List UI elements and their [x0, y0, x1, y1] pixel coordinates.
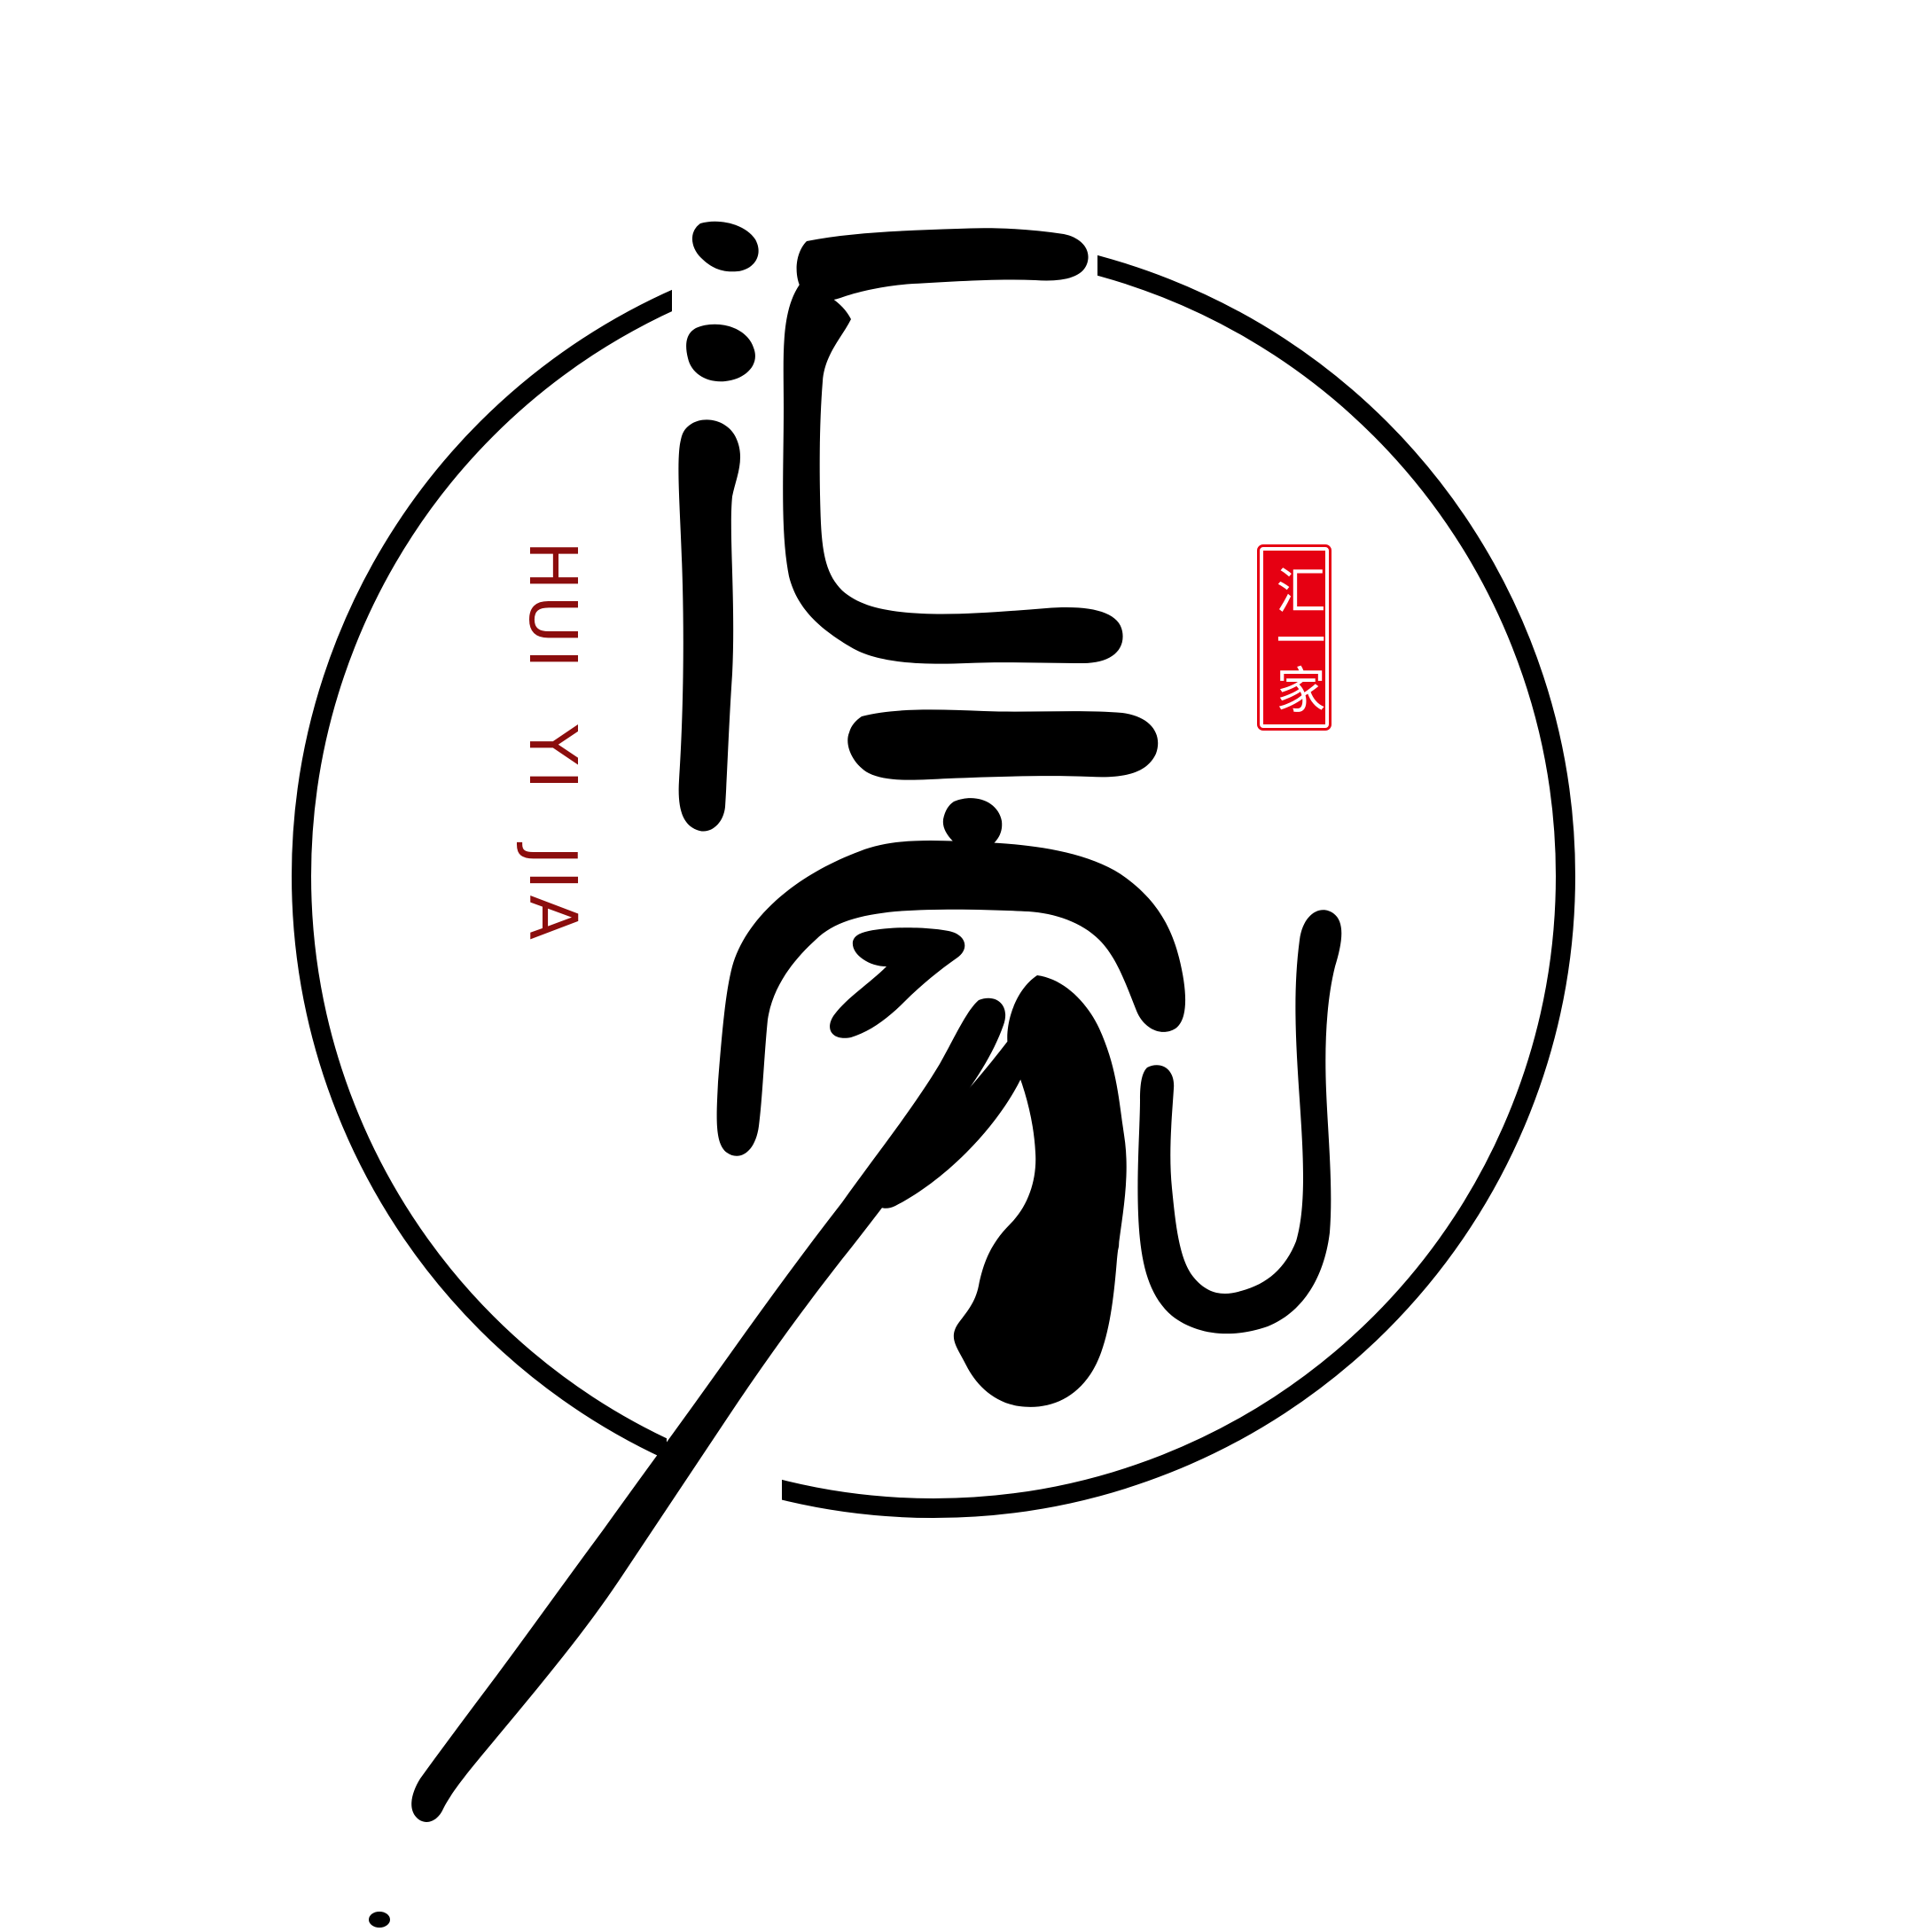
calligraphy-hui — [678, 221, 1159, 832]
hui-top-horizontal — [796, 228, 1089, 301]
jia-body — [953, 975, 1127, 1407]
jia-hook — [830, 927, 965, 1038]
red-seal-stamp: 汇一家 — [1257, 544, 1332, 731]
hui-dot-top — [691, 221, 759, 272]
jia-right-hook — [1137, 910, 1342, 1334]
romanization-text: HUI YI JIA — [514, 541, 590, 945]
jia-inner-stroke-1 — [873, 1035, 1031, 1208]
hui-left-vertical — [783, 282, 1123, 664]
calligraphy-jia — [411, 798, 1342, 1822]
ink-splatter-dot — [369, 1912, 390, 1928]
hui-dot-middle — [686, 324, 755, 382]
hui-bottom-horizontal — [847, 709, 1159, 780]
jia-long-sweep — [411, 997, 1006, 1822]
hui-dot-bottom-stroke — [678, 419, 741, 832]
jia-roof — [716, 841, 1186, 1156]
jia-small-dot — [1091, 1230, 1120, 1261]
